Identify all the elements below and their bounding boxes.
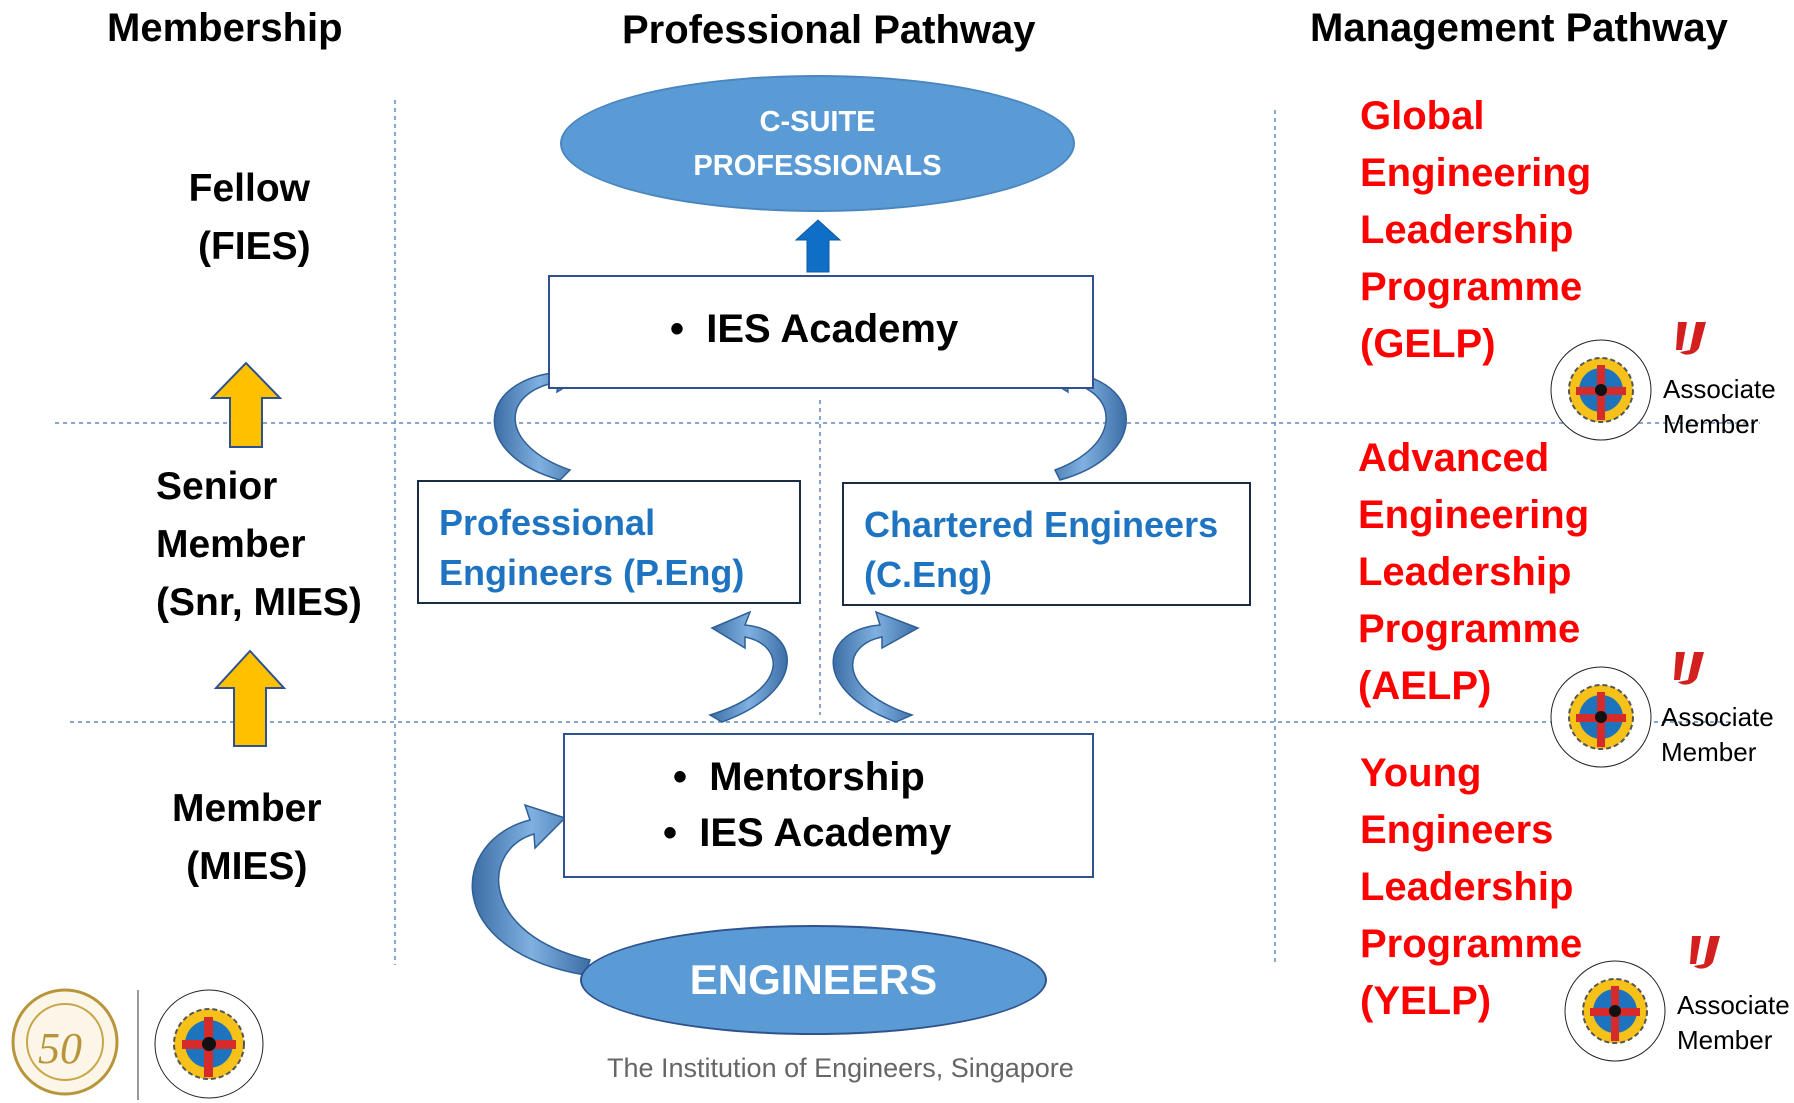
ies-logo-icon — [1550, 339, 1652, 441]
member-label: Member (MIES) — [172, 780, 322, 896]
gelp-line-5: (GELP) — [1360, 322, 1496, 366]
yelp-line-5: (YELP) — [1360, 979, 1492, 1023]
ceng-box: Chartered Engineers (C.Eng) — [842, 482, 1251, 606]
svg-text:50: 50 — [38, 1024, 82, 1073]
fellow-abbr: (FIES) — [198, 225, 311, 268]
ies-academy-top-box: • IES Academy — [548, 275, 1094, 389]
senior-line-1: Senior — [156, 465, 278, 508]
member-abbr: (MIES) — [186, 845, 308, 888]
fellow-title: Fellow — [188, 167, 310, 210]
yelp-line-3: Leadership — [1360, 865, 1574, 909]
ies-logo-icon — [1564, 960, 1666, 1062]
badge-line-1: Associate — [1677, 990, 1790, 1020]
badge-line-1: Associate — [1663, 374, 1776, 404]
logo-divider — [137, 990, 139, 1100]
gelp-line-1: Global — [1360, 94, 1485, 138]
peng-box: Professional Engineers (P.Eng) — [417, 480, 801, 604]
peng-line-2: Engineers (P.Eng) — [439, 552, 745, 593]
academy-bottom-text: IES Academy — [699, 811, 952, 855]
associate-member-badge: Associate Member — [1677, 988, 1790, 1058]
university-u-logo-icon — [1690, 936, 1720, 969]
associate-member-badge: Associate Member — [1663, 372, 1776, 442]
csuite-line-1: C-SUITE — [759, 105, 876, 138]
professional-pathway-header: Professional Pathway — [622, 8, 1036, 52]
yelp-line-4: Programme — [1360, 922, 1583, 966]
aelp-line-3: Leadership — [1358, 550, 1572, 594]
bullet-dot: • — [663, 811, 700, 855]
aelp-line-5: (AELP) — [1358, 664, 1492, 708]
engineers-oval: ENGINEERS — [580, 925, 1047, 1035]
academy-top-item: • IES Academy — [670, 307, 958, 352]
aelp-line-1: Advanced — [1358, 436, 1550, 480]
mentorship-text: Mentorship — [709, 755, 925, 799]
gelp-line-4: Programme — [1360, 265, 1583, 309]
senior-line-3: (Snr, MIES) — [156, 581, 362, 624]
curved-arrow-icon — [708, 610, 788, 723]
yelp-line-1: Young — [1360, 751, 1482, 795]
mentorship-box: • Mentorship • IES Academy — [563, 733, 1094, 878]
curved-arrow-icon — [832, 610, 920, 723]
ceng-line-2: (C.Eng) — [864, 554, 992, 595]
gelp-line-2: Engineering — [1360, 151, 1592, 195]
blue-up-arrow-icon — [794, 219, 842, 273]
yelp-program: Young Engineers Leadership Programme (YE… — [1360, 745, 1582, 1030]
aelp-program: Advanced Engineering Leadership Programm… — [1358, 430, 1589, 715]
membership-header: Membership — [107, 6, 343, 50]
bullet-dot: • — [670, 307, 707, 351]
fellow-label: Fellow (FIES) — [188, 160, 311, 276]
associate-member-badge: Associate Member — [1661, 700, 1774, 770]
csuite-oval: C-SUITE PROFESSIONALS — [560, 75, 1075, 212]
member-title: Member — [172, 787, 322, 830]
ies-logo-icon — [154, 989, 264, 1099]
footer-text: The Institution of Engineers, Singapore — [607, 1053, 1074, 1083]
management-pathway-header: Management Pathway — [1310, 6, 1728, 50]
ies-50-years-logo-icon: 50 — [11, 988, 119, 1096]
yelp-line-2: Engineers — [1360, 808, 1554, 852]
aelp-line-2: Engineering — [1358, 493, 1590, 537]
academy-bottom-item: • IES Academy — [663, 811, 951, 856]
dashed-guides — [55, 100, 1760, 965]
yellow-up-arrow-icon — [209, 361, 283, 448]
bullet-dot: • — [673, 755, 710, 799]
ies-logo-icon — [1550, 666, 1652, 768]
university-u-logo-icon — [1676, 322, 1706, 355]
academy-top-text: IES Academy — [706, 307, 959, 351]
badge-line-2: Member — [1677, 1025, 1773, 1055]
gelp-program: Global Engineering Leadership Programme … — [1360, 88, 1591, 373]
badge-line-1: Associate — [1661, 702, 1774, 732]
engineers-text: ENGINEERS — [689, 956, 938, 1003]
gelp-line-3: Leadership — [1360, 208, 1574, 252]
senior-line-2: Member — [156, 523, 306, 566]
university-u-logo-icon — [1674, 652, 1704, 685]
csuite-line-2: PROFESSIONALS — [693, 149, 942, 182]
senior-member-label: Senior Member (Snr, MIES) — [156, 458, 362, 632]
badge-line-2: Member — [1663, 409, 1759, 439]
aelp-line-4: Programme — [1358, 607, 1581, 651]
yellow-up-arrow-icon — [213, 649, 287, 747]
badge-line-2: Member — [1661, 737, 1757, 767]
ceng-line-1: Chartered Engineers — [864, 504, 1219, 545]
mentorship-item: • Mentorship — [673, 755, 925, 800]
peng-line-1: Professional — [439, 502, 656, 543]
curved-arrow-icon — [471, 803, 591, 976]
